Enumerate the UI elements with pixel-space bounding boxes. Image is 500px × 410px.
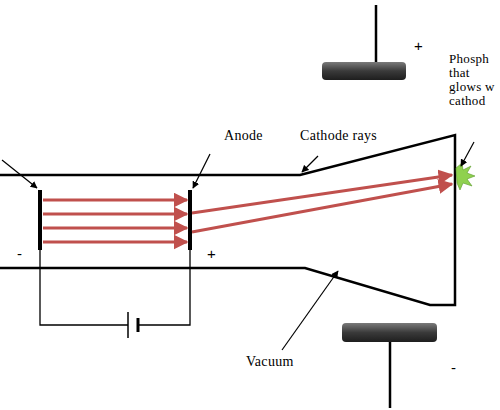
anode-plate (188, 190, 192, 250)
cathode-plate (38, 190, 42, 250)
deflection-plate (322, 62, 406, 80)
battery-symbol (127, 312, 129, 338)
plate-stem (375, 5, 378, 62)
polarity-sign: - (17, 246, 22, 261)
cathode-rays (43, 175, 452, 242)
polarity-sign: + (414, 38, 423, 53)
phosphor-glow (456, 163, 475, 190)
plate-stem (389, 342, 392, 408)
battery-symbol (137, 318, 140, 332)
part-label: Anode (224, 128, 263, 143)
circuit-wire (40, 250, 190, 325)
part-label: Cathode rays (300, 128, 377, 143)
tube-outline (0, 135, 455, 305)
part-label: Vacuum (246, 354, 294, 369)
polarity-sign: + (207, 246, 216, 261)
deflection-plate (342, 323, 437, 342)
screen-label: Phosph that glows w cathod (449, 52, 496, 108)
leader-lines (2, 142, 474, 350)
polarity-sign: - (451, 360, 456, 375)
